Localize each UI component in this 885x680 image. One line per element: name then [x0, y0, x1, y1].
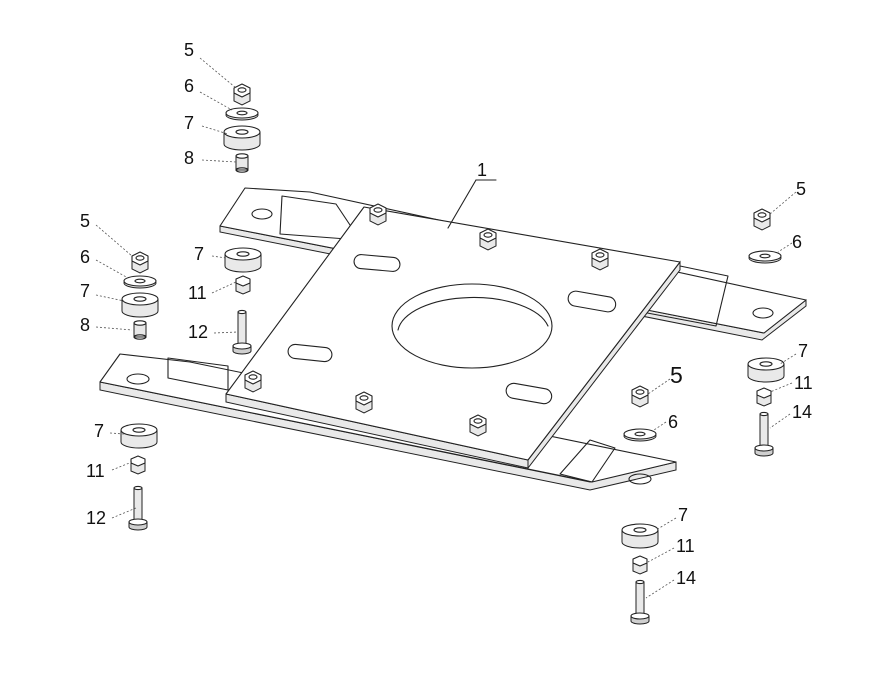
callout-br-14: 14	[676, 568, 696, 588]
callout-mc-7: 7	[194, 244, 204, 264]
callout-1: 1	[477, 160, 487, 180]
callout-bl-12: 12	[86, 508, 106, 528]
leader-lines	[95, 57, 797, 599]
stack-center-right	[623, 385, 657, 442]
stack-bottom-right	[621, 523, 659, 625]
stack-mid-center	[224, 247, 262, 355]
mounting-plate	[225, 206, 681, 470]
callout-br-7: 7	[678, 505, 688, 525]
callout-cr-5: 5	[670, 362, 683, 388]
callout-tr-5: 5	[796, 179, 806, 199]
callout-labels: 1 5 6 7 8 5 6 7 8 7 11 12 7 11 12 5 6 7 …	[80, 40, 813, 588]
callout-ml-6: 6	[80, 247, 90, 267]
callout-br-11: 11	[676, 536, 695, 556]
callout-tr-6: 6	[792, 232, 802, 252]
callout-mr-7: 7	[798, 341, 808, 361]
callout-tl-6: 6	[184, 76, 194, 96]
callout-tl-7: 7	[184, 113, 194, 133]
stack-mid-right	[747, 357, 785, 457]
stack-bottom-left	[120, 423, 158, 531]
callout-ml-5: 5	[80, 211, 90, 231]
callout-mc-12: 12	[188, 322, 208, 342]
stack-top-left	[223, 83, 261, 173]
callout-bl-11: 11	[86, 461, 105, 481]
callout-mc-11: 11	[188, 283, 207, 303]
callout-tl-8: 8	[184, 148, 194, 168]
callout-ml-8: 8	[80, 315, 90, 335]
callout-ml-7: 7	[80, 281, 90, 301]
stack-mid-left	[121, 251, 159, 340]
callout-tl-5: 5	[184, 40, 194, 60]
callout-mr-11: 11	[794, 373, 813, 393]
callout-bl-7: 7	[94, 421, 104, 441]
stack-top-right	[748, 208, 782, 264]
callout-mr-14: 14	[792, 402, 812, 422]
callout-cr-6: 6	[668, 412, 678, 432]
